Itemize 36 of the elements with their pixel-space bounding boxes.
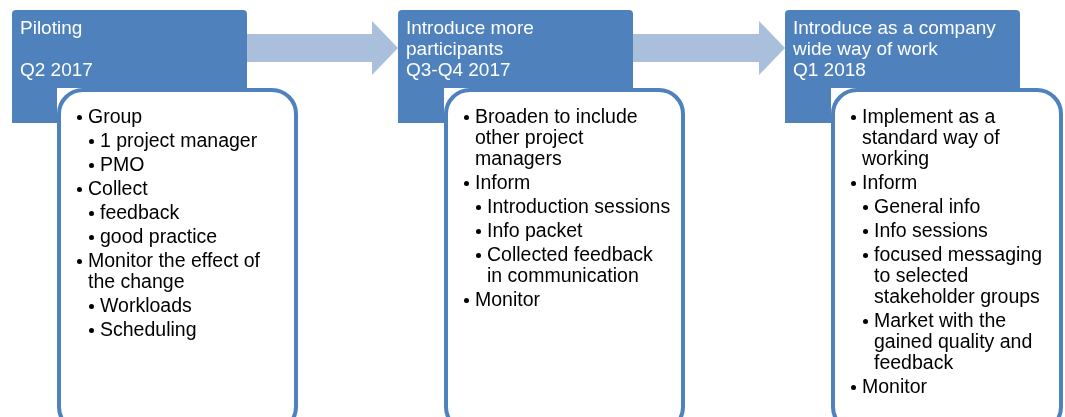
bullet-item: Group [88, 106, 144, 127]
phase-title: Introduce as a company wide way of work [793, 17, 997, 59]
bullet-item: Monitor [862, 376, 929, 397]
bullet-item: General info [874, 196, 982, 217]
bullet-item: good practice [100, 226, 219, 247]
bullet-item: Introduction sessions [487, 196, 672, 217]
block-arrow [247, 21, 398, 75]
activity-card [444, 88, 685, 417]
bullet-item: Info packet [487, 220, 584, 241]
bullet-item: Inform [862, 172, 919, 193]
bullet-item: Info sessions [874, 220, 989, 241]
bullet-item: feedback [100, 202, 181, 223]
bullet-item: Workloads [100, 295, 193, 316]
block-arrow [633, 21, 785, 75]
bullet-item: Broaden to include other project managers [475, 106, 639, 169]
phase-period: Q3-Q4 2017 [406, 59, 512, 80]
activity-card [831, 88, 1063, 417]
bullet-item: Inform [475, 172, 532, 193]
phase-period: Q1 2018 [793, 59, 867, 80]
phase-title: Piloting [20, 17, 84, 38]
phase-header-box [12, 10, 247, 88]
bullet-item: Monitor [475, 289, 542, 310]
bullet-item: focused messaging to selected stakeholder groups [874, 244, 1044, 307]
bullet-item: Collected feedback in communication [487, 244, 654, 286]
bullet-item: Implement as a standard way of working [862, 106, 1001, 169]
phase-title: Introduce more participants [406, 17, 535, 59]
bullet-item: Market with the gained quality and feedback [874, 310, 1034, 373]
bullet-item: Collect [88, 178, 149, 199]
bullet-item: Scheduling [100, 319, 198, 340]
bullet-item: Monitor the effect of the change [88, 250, 261, 292]
bullet-item: PMO [100, 154, 146, 175]
phase-header-box [785, 10, 1020, 88]
phase-period: Q2 2017 [20, 59, 94, 80]
phase-header-box [398, 10, 633, 88]
bullet-item: 1 project manager [100, 130, 259, 151]
activity-card [57, 88, 298, 417]
